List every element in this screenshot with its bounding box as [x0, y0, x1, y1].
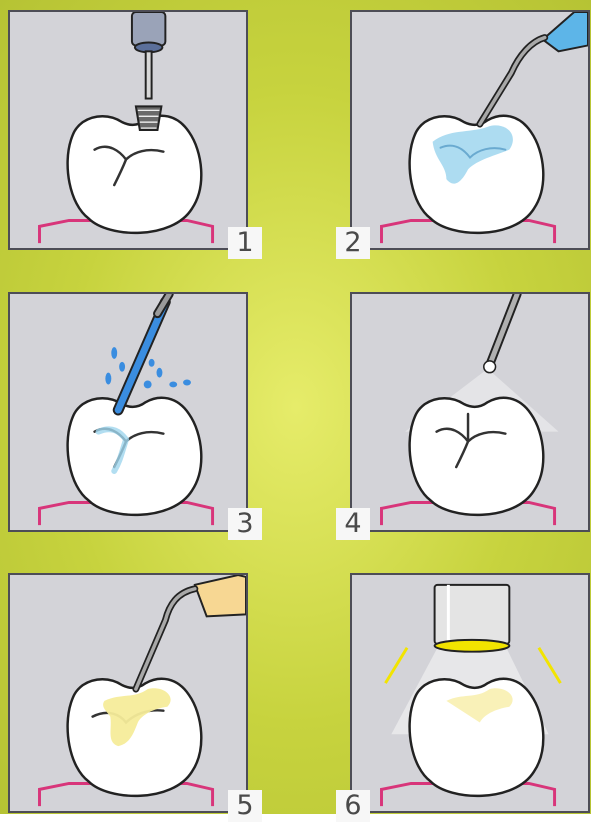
step-5-panel: [8, 573, 248, 813]
step-4-panel: [350, 292, 590, 532]
step-number: 2: [336, 227, 370, 259]
drill-icon: [132, 12, 165, 130]
step-number: 1: [228, 227, 262, 259]
tooth: [68, 398, 202, 515]
gel-syringe-icon: [480, 12, 588, 124]
sealant-syringe-icon: [136, 575, 246, 689]
step-number: 4: [336, 508, 370, 540]
step-6-panel: [350, 573, 590, 813]
step-2-panel: [350, 10, 590, 250]
water-spray-icon: [105, 294, 191, 410]
step-1-panel: [8, 10, 248, 250]
tooth: [68, 116, 202, 233]
step-3-panel: [8, 292, 248, 532]
step-number: 3: [228, 508, 262, 540]
step-number: 5: [228, 790, 262, 822]
air-nozzle-icon: [484, 294, 517, 373]
tooth: [410, 398, 544, 515]
step-number: 6: [336, 790, 370, 822]
